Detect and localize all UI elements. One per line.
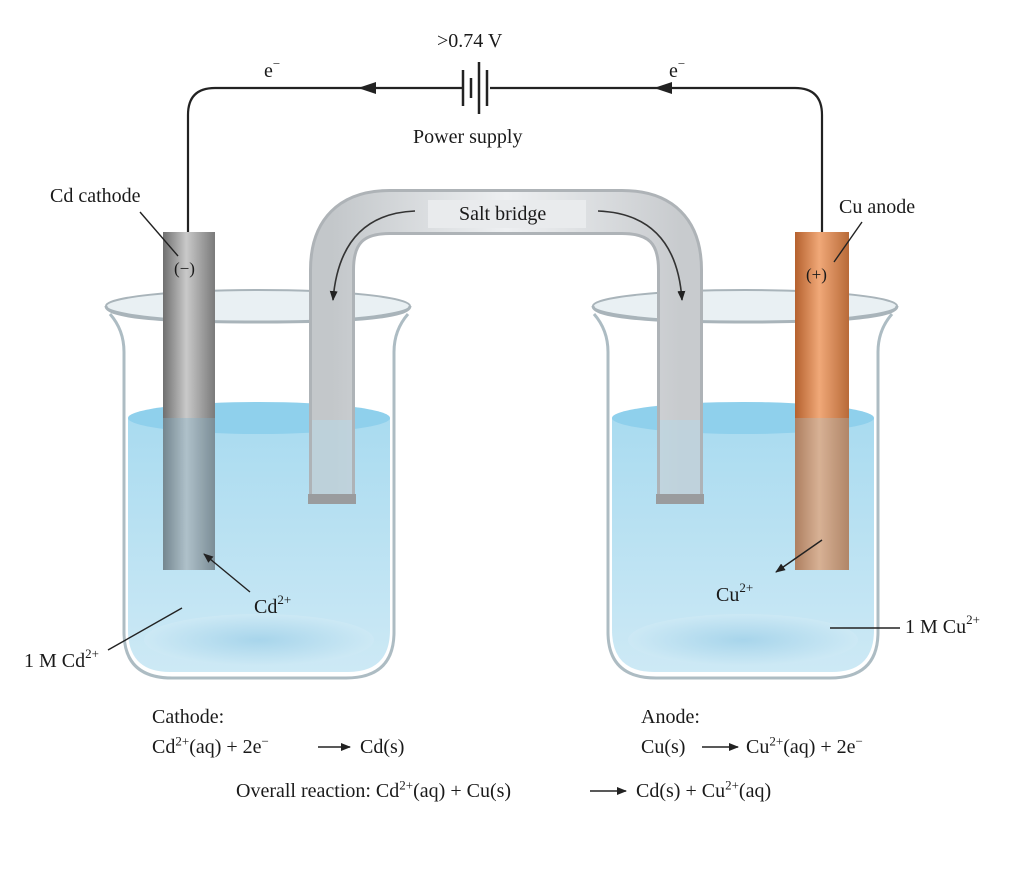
bridge-flow-left-arrow <box>329 210 416 301</box>
cathode-sign: (−) <box>174 259 195 278</box>
battery-icon <box>461 62 489 114</box>
anode-equation-right: Cu2+(aq) + 2e− <box>746 733 863 758</box>
anode-title: Anode: <box>641 706 700 728</box>
cu-ion-arrow <box>775 539 823 573</box>
left-beaker <box>104 289 412 680</box>
anode-sign: (+) <box>806 265 827 284</box>
salt-bridge-label: Salt bridge <box>459 203 547 225</box>
anode-equation-left: Cu(s) <box>641 736 686 758</box>
left-wire <box>186 86 463 232</box>
electron-left-label: e− <box>264 56 281 82</box>
cu-anode-label: Cu anode <box>839 196 916 218</box>
salt-bridge-label-bg <box>428 200 586 228</box>
right-beaker <box>591 289 899 680</box>
electron-right-label: e− <box>669 56 686 82</box>
left-electron-arrow <box>358 82 376 94</box>
right-electron-arrow <box>654 82 672 94</box>
power-supply-label: Power supply <box>413 126 523 148</box>
left-solution-label: 1 M Cd2+ <box>24 646 99 672</box>
cd-ion-label: Cd2+ <box>254 592 292 618</box>
right-solution-label: 1 M Cu2+ <box>905 612 980 638</box>
overall-equation-right: Cd(s) + Cu2+(aq) <box>636 777 772 802</box>
cd-cathode-electrode <box>163 232 215 570</box>
cd-ion-arrow <box>203 553 251 593</box>
cd-cathode-leader <box>139 211 179 257</box>
voltage-label: >0.74 V <box>437 30 503 52</box>
right-wire <box>490 86 824 232</box>
bridge-flow-right-arrow <box>597 210 686 301</box>
cu-ion-label: Cu2+ <box>716 580 754 606</box>
cathode-equation-right: Cd(s) <box>360 736 405 758</box>
left-solution-leader <box>107 607 183 651</box>
cu-anode-leader <box>833 221 863 263</box>
cd-cathode-label: Cd cathode <box>50 185 141 207</box>
overall-equation-left: Overall reaction: Cd2+(aq) + Cu(s) <box>236 777 512 802</box>
cathode-equation-left: Cd2+(aq) + 2e− <box>152 733 269 758</box>
cu-anode-electrode <box>795 232 849 570</box>
cathode-title: Cathode: <box>152 706 225 728</box>
